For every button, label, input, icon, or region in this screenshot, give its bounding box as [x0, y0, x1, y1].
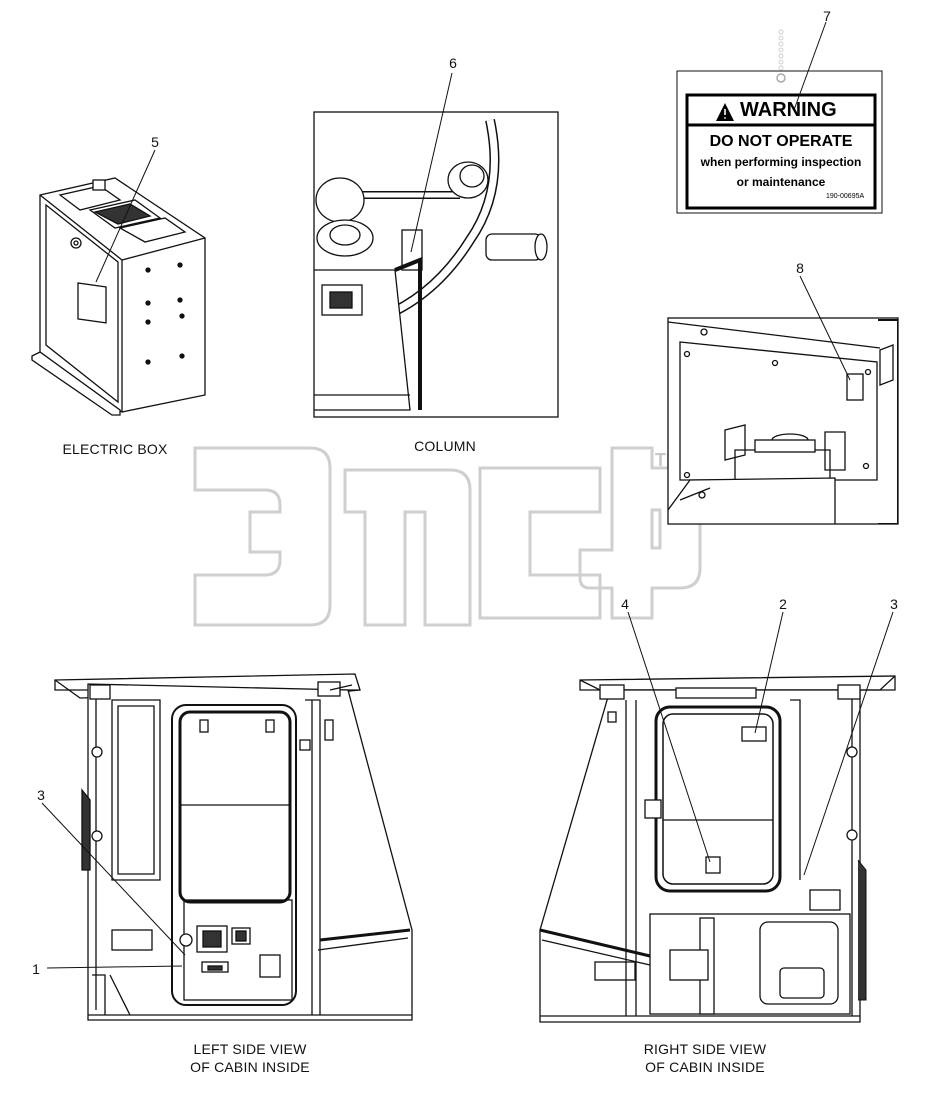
callout-3-left: 3	[37, 787, 45, 803]
caption-column: COLUMN	[414, 438, 476, 454]
warning-line-3: or maintenance	[736, 175, 826, 189]
electric-box-drawing	[31, 177, 206, 416]
leader-line-1	[46, 965, 183, 969]
callout-1: 1	[32, 961, 40, 977]
callout-4: 4	[621, 596, 629, 612]
warning-plate	[676, 29, 883, 214]
caption-electric-box: ELECTRIC BOX	[62, 441, 168, 457]
callout-8: 8	[796, 260, 804, 276]
leader-line-3-right	[803, 611, 894, 876]
leader-line-3-left	[41, 802, 186, 956]
leader-line-6	[410, 72, 453, 253]
callout-5: 5	[151, 134, 159, 150]
right-cabin-drawing	[539, 675, 896, 1023]
leader-line-8	[799, 275, 851, 381]
callout-6: 6	[449, 55, 457, 71]
leader-line-2	[754, 611, 784, 734]
caption-left-view-line1: LEFT SIDE VIEW	[193, 1041, 307, 1057]
leader-line-5	[95, 149, 156, 283]
column-drawing	[313, 111, 559, 418]
caption-right-view-line1: RIGHT SIDE VIEW	[643, 1041, 767, 1057]
left-cabin-drawing	[54, 673, 413, 1021]
callout-7: 7	[823, 8, 831, 24]
caption-left-view-line2: OF CABIN INSIDE	[190, 1059, 310, 1075]
rear-panel-drawing	[667, 317, 899, 525]
callout-3-right: 3	[890, 596, 898, 612]
callout-2: 2	[779, 596, 787, 612]
warning-part-code: 190-00695A	[826, 193, 865, 200]
warning-line-2: when performing inspection	[700, 155, 862, 169]
leader-line-4	[627, 611, 711, 863]
leader-line-7	[793, 21, 827, 111]
warning-main-text: DO NOT OPERATE	[709, 133, 853, 150]
caption-right-view-line2: OF CABIN INSIDE	[645, 1059, 765, 1075]
warning-title: WARNING	[740, 99, 837, 121]
